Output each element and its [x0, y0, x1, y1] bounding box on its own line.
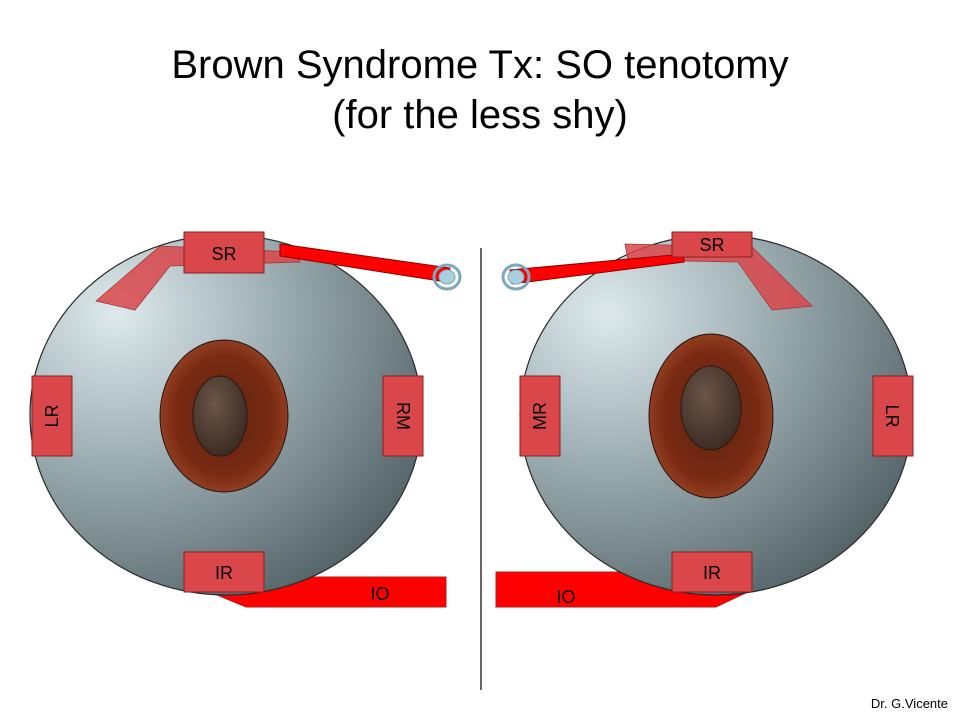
right-mr-label: MR — [530, 402, 550, 430]
right-trochlea — [501, 263, 531, 291]
left-trochlea — [432, 263, 462, 291]
left-io-label: IO — [370, 584, 389, 604]
left-ir-label: IR — [215, 563, 233, 583]
right-mr-muscle — [519, 375, 561, 457]
left-sr-label: SR — [211, 244, 236, 264]
left-trochlea-inner — [438, 269, 456, 285]
right-pupil — [680, 365, 742, 451]
right-trochlea-inner — [507, 269, 525, 285]
left-rm-label: RM — [393, 402, 413, 430]
right-ir-muscle — [671, 551, 753, 593]
left-pupil — [192, 375, 248, 457]
left-lr-label: LR — [42, 404, 62, 427]
left-ir-muscle — [183, 551, 265, 593]
right-sr-muscle — [671, 231, 753, 258]
left-rm-muscle — [382, 375, 424, 457]
right-ir-label: IR — [703, 563, 721, 583]
right-io-label: IO — [556, 587, 575, 607]
right-lr-muscle — [872, 375, 914, 457]
right-so-tendon — [509, 253, 685, 285]
right-sr-label: SR — [699, 235, 724, 255]
right-eye: SR IR MR LR IO — [495, 231, 914, 608]
slide-title-line-2: (for the less shy) — [332, 93, 628, 137]
left-sr-muscle — [183, 231, 265, 274]
left-eye: SR IR LR RM IO — [29, 231, 462, 608]
right-lr-label: LR — [882, 404, 902, 427]
author-credit: Dr. G.Vicente — [870, 696, 948, 711]
slide-title: Brown Syndrome Tx: SO tenotomy (for the … — [0, 40, 960, 140]
left-lr-muscle — [31, 375, 73, 457]
slide-title-line-1: Brown Syndrome Tx: SO tenotomy — [171, 43, 789, 87]
